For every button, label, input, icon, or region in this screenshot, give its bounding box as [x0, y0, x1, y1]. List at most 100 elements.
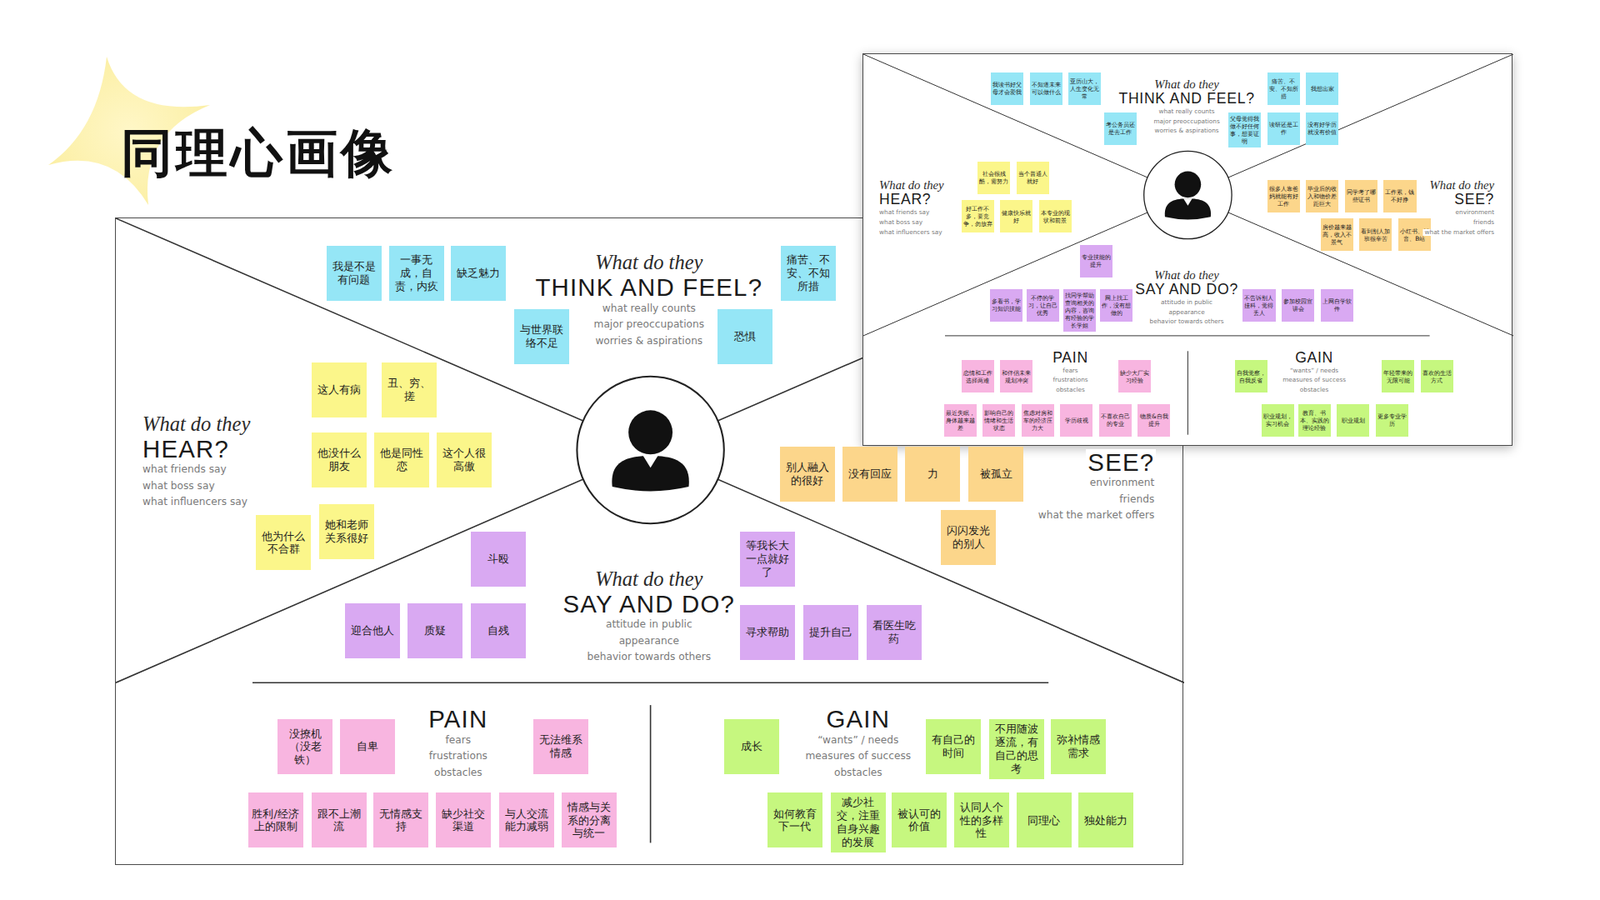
sticky-note: 痛苦、不安、不知所措	[1267, 72, 1300, 105]
section-heading: SAY AND DO?	[561, 590, 738, 618]
sticky-note: 缺乏魅力	[450, 245, 506, 301]
sticky-note: 斗殴	[470, 531, 526, 587]
sticky-note: 没撩机（没老铁）	[277, 719, 333, 775]
note-text: 看到别人加班很辛苦	[1360, 227, 1390, 243]
note-text: 等我长大一点就好了	[742, 539, 793, 580]
sticky-note: 健康快乐就好	[1000, 200, 1033, 233]
note-text: 不告诉别人挂科，觉得丢人	[1244, 294, 1274, 317]
sticky-note: 职业规划	[1336, 404, 1370, 437]
sticky-note: 喜欢的生活方式	[1420, 360, 1454, 393]
sticky-note: 丑、穷、搓	[381, 362, 437, 418]
sticky-note: 缺少社交渠道	[435, 792, 491, 848]
note-text: 自残	[473, 624, 524, 638]
section-subtitle: what friends say	[140, 464, 229, 475]
section-heading: SEE?	[1452, 191, 1496, 208]
sticky-note: 当个普通人就好	[1016, 161, 1050, 195]
section-heading: SAY AND DO?	[1133, 281, 1240, 298]
note-text: 同理心	[1019, 814, 1070, 828]
sticky-note: 她和老师关系很好	[319, 504, 375, 560]
sticky-note: 力	[905, 446, 960, 502]
note-text: 上网自学软件	[1322, 297, 1352, 313]
section-subtitle: measures of success	[803, 750, 913, 762]
sticky-note: 读研还是工作	[1267, 112, 1300, 145]
note-text: 自我觉察，自我反省	[1236, 369, 1266, 385]
section-subtitle: major preoccupations	[1151, 118, 1221, 125]
sticky-note: 成长	[724, 719, 780, 775]
sticky-note: 闪闪发光的别人	[940, 510, 996, 565]
note-text: 成长	[726, 740, 777, 754]
note-text: 认同人个性的多样性	[956, 800, 1007, 841]
section-subtitle: appearance	[1166, 309, 1206, 316]
section-subtitle: what influencers say	[877, 229, 944, 236]
sticky-note: 社会很残酷，需努力	[977, 161, 1010, 195]
note-text: 与世界联络不足	[516, 323, 567, 350]
sticky-note: 没有好学历就没有价值	[1305, 112, 1339, 145]
note-text: 同学考了哪些证书	[1346, 188, 1376, 204]
section-subtitle: obstacles	[1298, 386, 1331, 394]
sticky-note: 很多人靠爸妈就能有好工作	[1267, 180, 1300, 213]
note-text: 缺少大厂实习经验	[1120, 369, 1150, 385]
note-text: 他是同性恋	[376, 446, 427, 474]
diagonal-line	[1187, 54, 1514, 195]
note-text: 这人有病	[314, 383, 365, 397]
sticky-note: 自卑	[340, 719, 395, 775]
note-text: 独处能力	[1080, 814, 1131, 828]
section-heading: HEAR?	[877, 191, 933, 208]
note-text: 有自己的时间	[928, 733, 979, 760]
sticky-note: 教育、书本、实践的理论经验	[1298, 404, 1331, 437]
sticky-note: 职业规划，实习机会	[1261, 404, 1295, 437]
sticky-note: 更多专业学历	[1375, 404, 1409, 437]
avatar-head	[629, 410, 674, 455]
sticky-note: 一事无成，自责，内疚	[389, 245, 445, 301]
section-script: What do they	[1152, 77, 1221, 91]
note-text: 与人交流能力减弱	[501, 807, 552, 835]
sticky-note: 本专业的现状和前景	[1039, 200, 1072, 233]
section-subtitle: appearance	[617, 635, 681, 647]
section-subtitle: what influencers say	[140, 496, 250, 508]
sticky-note: 他为什么不合群	[255, 515, 311, 570]
note-text: 考公务员还是去工作	[1105, 120, 1135, 136]
note-text: 当个普通人就好	[1018, 170, 1048, 185]
sticky-note: 与人交流能力减弱	[499, 792, 555, 848]
note-text: 痛苦、不安、不知所措	[1269, 77, 1299, 100]
sticky-note: 迎合他人	[345, 603, 400, 659]
avatar-collar	[1183, 198, 1193, 205]
sticky-note: 上网自学软件	[1320, 289, 1354, 322]
note-text: 好工作不多，要竞争，勿放弃	[963, 205, 993, 228]
sticky-note: 这个人很高傲	[436, 432, 492, 488]
note-text: 她和老师关系很好	[321, 518, 372, 545]
sticky-note: 恐惧	[717, 309, 773, 365]
section-script: What do they	[140, 413, 252, 436]
note-text: 缺乏魅力	[453, 266, 504, 280]
sticky-note: 寻求帮助	[740, 605, 795, 660]
note-text: 力	[907, 467, 958, 481]
note-text: 这个人很高傲	[439, 446, 490, 474]
note-text: 斗殴	[473, 552, 524, 566]
avatar-collar	[643, 455, 659, 468]
note-text: 工作累，钱不好挣	[1385, 188, 1415, 204]
note-text: 很多人靠爸妈就能有好工作	[1269, 185, 1299, 208]
section-subtitle: “wants” / needs	[815, 735, 900, 746]
section-subtitle: what really counts	[600, 303, 698, 315]
divider-line	[1187, 350, 1189, 435]
divider-line	[650, 705, 652, 843]
sticky-note: 年轻带来的无限可能	[1381, 360, 1415, 393]
diagonal-line	[115, 218, 651, 450]
note-text: 更多专业学历	[1377, 412, 1407, 428]
separator-line	[252, 681, 1049, 684]
sticky-note: 独处能力	[1078, 792, 1134, 848]
sticky-note: 等我长大一点就好了	[740, 531, 795, 587]
sticky-note: 多看书，学习知识技能	[990, 289, 1023, 322]
sticky-note: 同学考了哪些证书	[1345, 180, 1378, 213]
note-text: 如何教育下一代	[770, 807, 820, 835]
sticky-note: 缺少大厂实习经验	[1118, 360, 1151, 393]
section-heading: THINK AND FEEL?	[1116, 90, 1256, 107]
section-subtitle: what the market offers	[1036, 510, 1157, 521]
sticky-note: 我想出家	[1305, 72, 1339, 105]
section-heading: GAIN	[1293, 350, 1335, 366]
sticky-note: 毕业后的收入和物价差距巨大	[1305, 180, 1339, 213]
section-heading: PAIN	[1050, 350, 1090, 366]
note-text: 跟不上潮流	[314, 807, 365, 835]
sticky-note: 不停的学习，让自己优秀	[1026, 289, 1060, 322]
diagonal-line	[1187, 195, 1514, 336]
